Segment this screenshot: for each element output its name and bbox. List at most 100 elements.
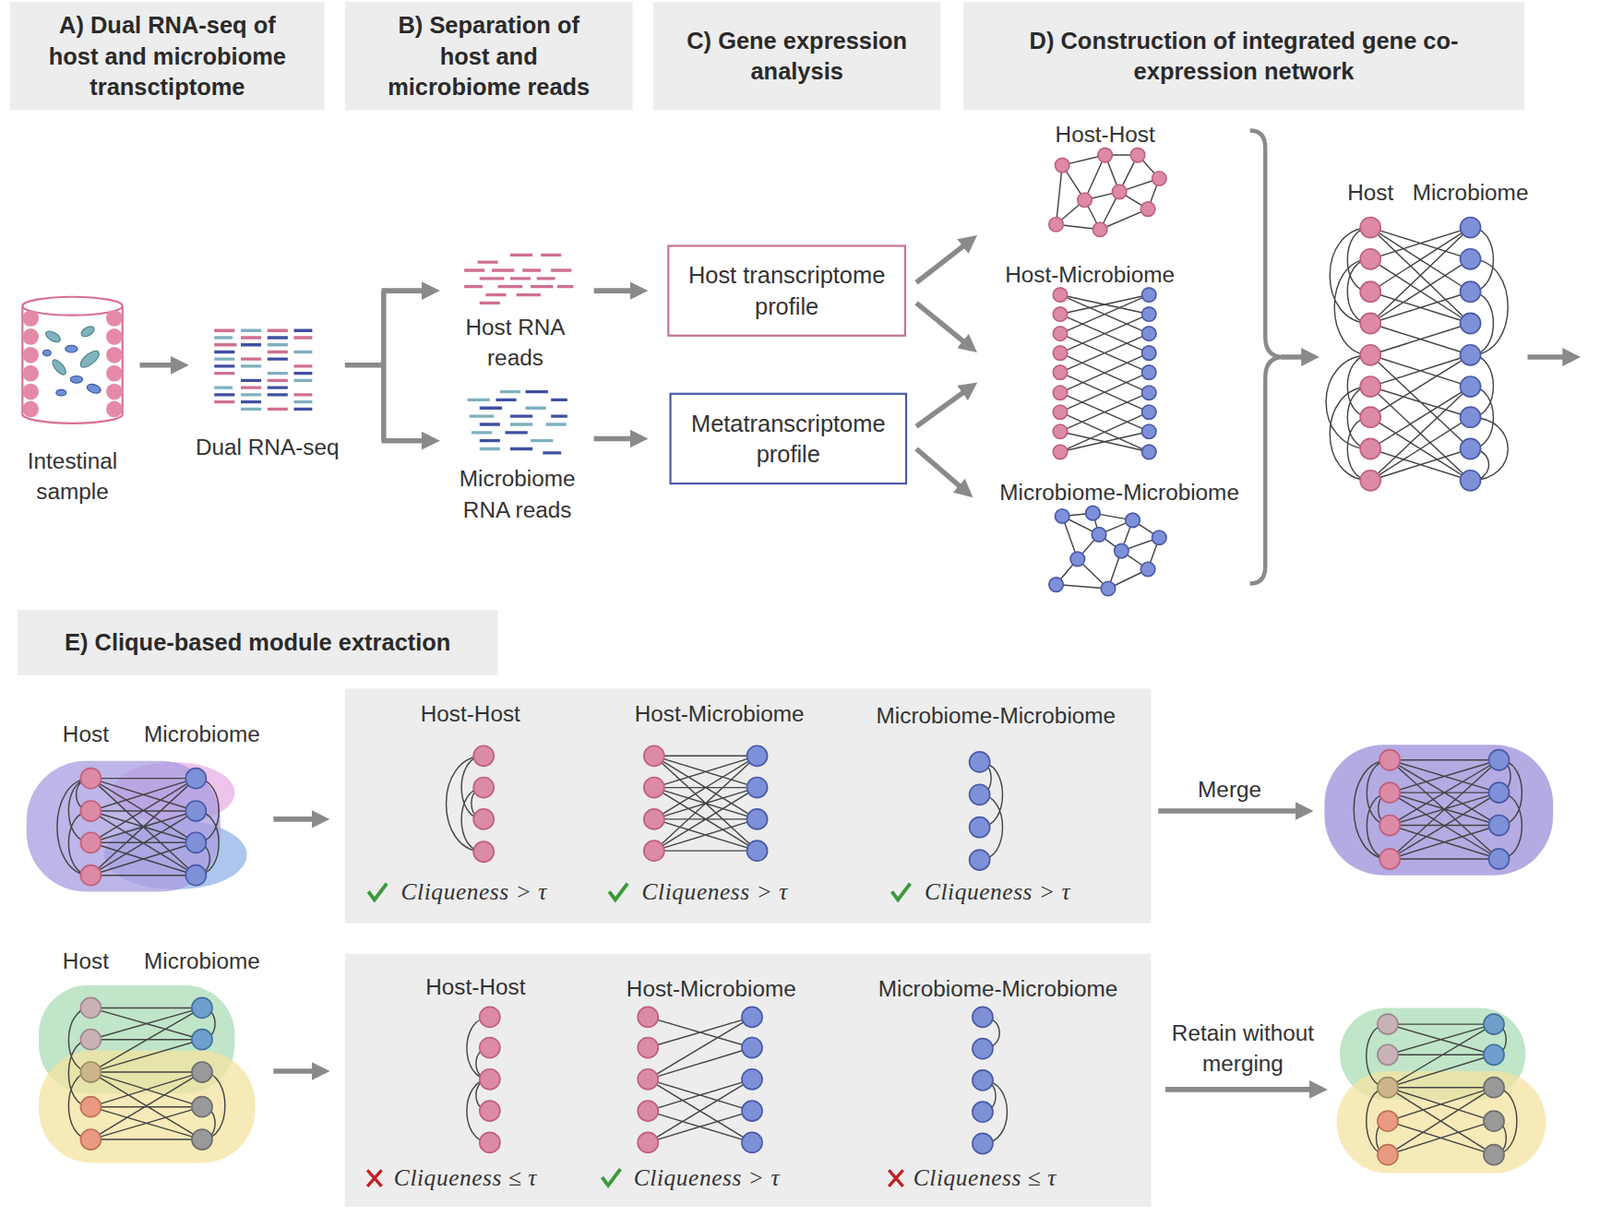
circle-shape [1488,814,1509,836]
circle-shape [1114,543,1129,558]
circle-shape [1091,527,1106,542]
circle-shape [1377,1077,1398,1099]
circle-shape [644,745,665,766]
text-label: Host-Host [1023,119,1187,150]
circle-shape [1052,385,1067,400]
circle-shape [1092,222,1107,237]
circle-shape [80,1062,101,1083]
circle-shape [1141,346,1156,360]
circle-shape [80,832,101,853]
section-header: D) Construction of integrated gene co-ex… [963,1,1525,110]
path-shape [214,330,312,409]
rect-shape [26,761,221,893]
circle-shape [1488,750,1509,771]
header-text: C) Gene expression analysis [681,25,912,87]
circle-shape [746,777,767,799]
path-shape [1389,760,1499,860]
path-shape [382,438,433,444]
circle-shape [1052,326,1067,341]
circle-shape [191,1029,213,1051]
circle-shape [1100,581,1115,596]
circle-shape [1483,1110,1505,1132]
circle-shape [1077,192,1092,207]
circle-shape [22,310,39,327]
path-shape [368,883,910,901]
circle-shape [191,1062,213,1083]
section-header: A) Dual RNA-seq of host and microbiome t… [10,1,325,110]
integrated-network [1325,217,1508,491]
circle-shape [741,1037,763,1058]
cliqueness-label: Cliqueness ≤ τ [913,1165,1057,1193]
circle-shape [1377,1044,1398,1065]
ellipse-shape [70,375,83,383]
cliqueness-label: Cliqueness > τ [642,879,789,907]
circle-shape [473,745,494,766]
path-shape [916,449,968,494]
text-label: Intestinal sample [11,445,134,507]
module-input-merge [26,761,248,893]
profile-box: Host transcriptome profile [667,244,907,337]
circle-shape [80,997,101,1018]
text-label: Host RNA reads [453,311,577,373]
circle-shape [1460,470,1481,491]
ellipse-shape [44,329,63,346]
circle-shape [185,768,206,789]
circle-shape [1483,1145,1505,1166]
flow-arrows [140,131,1575,1090]
subgraph-label: Host-Host [425,974,526,1002]
circle-shape [1052,365,1067,380]
path-shape [273,1068,323,1075]
circle-shape [1152,530,1167,545]
line-shape [121,306,124,415]
circle-shape [185,832,206,853]
circle-shape [1052,444,1067,459]
path-shape [1527,354,1574,360]
profile-box: Metatranscriptome profile [668,393,908,486]
text-label: Host [39,946,132,978]
path-shape [1158,808,1306,814]
circle-shape [106,365,123,383]
section-header: C) Gene expression analysis [653,1,942,110]
subgraph-label: Host-Microbiome [626,976,797,1003]
subgraph-label: Microbiome-Microbiome [876,703,1117,730]
circle-shape [637,1037,658,1058]
circle-shape [479,1006,501,1027]
circle-shape [746,745,767,766]
path-shape [214,330,312,409]
circle-shape [1140,202,1155,216]
path-shape [273,816,323,823]
circle-shape [479,1132,501,1153]
text-label: Retain without merging [1156,1017,1330,1079]
circle-shape [644,809,665,830]
circle-shape [972,1101,993,1123]
circle-shape [1460,249,1481,270]
circle-shape [741,1132,763,1153]
circle-shape [644,840,665,861]
path-shape [1387,1024,1494,1156]
circle-shape [80,1129,101,1150]
circle-shape [1360,376,1381,397]
circle-shape [22,365,39,383]
ellipse-shape [77,347,102,371]
cliqueness-label: Cliqueness > τ [924,879,1071,907]
ellipse-shape [49,358,69,378]
circle-shape [1049,577,1063,592]
circle-shape [1488,848,1509,870]
circle-shape [1483,1044,1505,1065]
path-shape [345,290,384,442]
circle-shape [1125,513,1140,527]
circle-shape [1488,782,1509,803]
path-shape [647,1016,753,1143]
circle-shape [969,817,991,838]
circle-shape [1360,470,1381,491]
ellipse-shape [65,345,78,353]
text-label: Microbiome-Microbiome [966,477,1273,508]
panel2-subgraphs [367,1006,1007,1187]
module-input-retain [38,985,255,1163]
circle-shape [1483,1014,1505,1035]
circle-shape [185,865,206,886]
circle-shape [80,768,101,789]
circle-shape [1377,1014,1398,1035]
circle-shape [1141,287,1156,302]
